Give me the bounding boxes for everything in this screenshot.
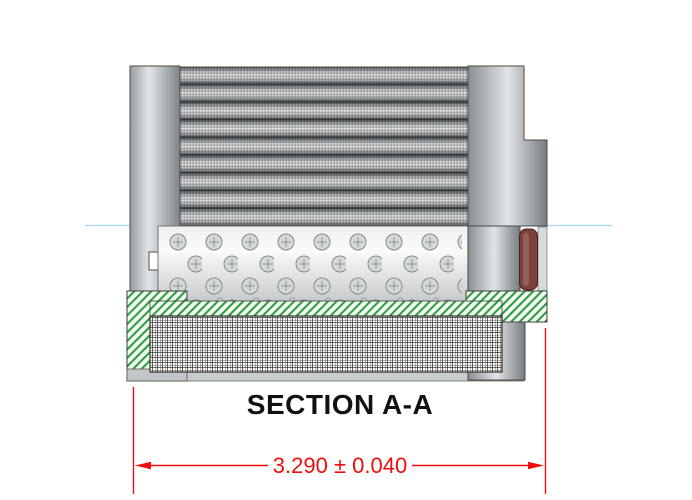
dimension-label: 3.290 ± 0.040 [273,453,407,478]
perforated-core [157,225,471,309]
right-end-cap [467,65,548,227]
section-label: SECTION A-A [247,389,433,420]
seal-ring [519,228,538,291]
dimension-arrows [135,461,544,470]
right-end-assembly [467,225,548,293]
dimension-lines [132,328,547,494]
filter-media-bottom [149,300,503,373]
filter-media-top [178,66,470,227]
